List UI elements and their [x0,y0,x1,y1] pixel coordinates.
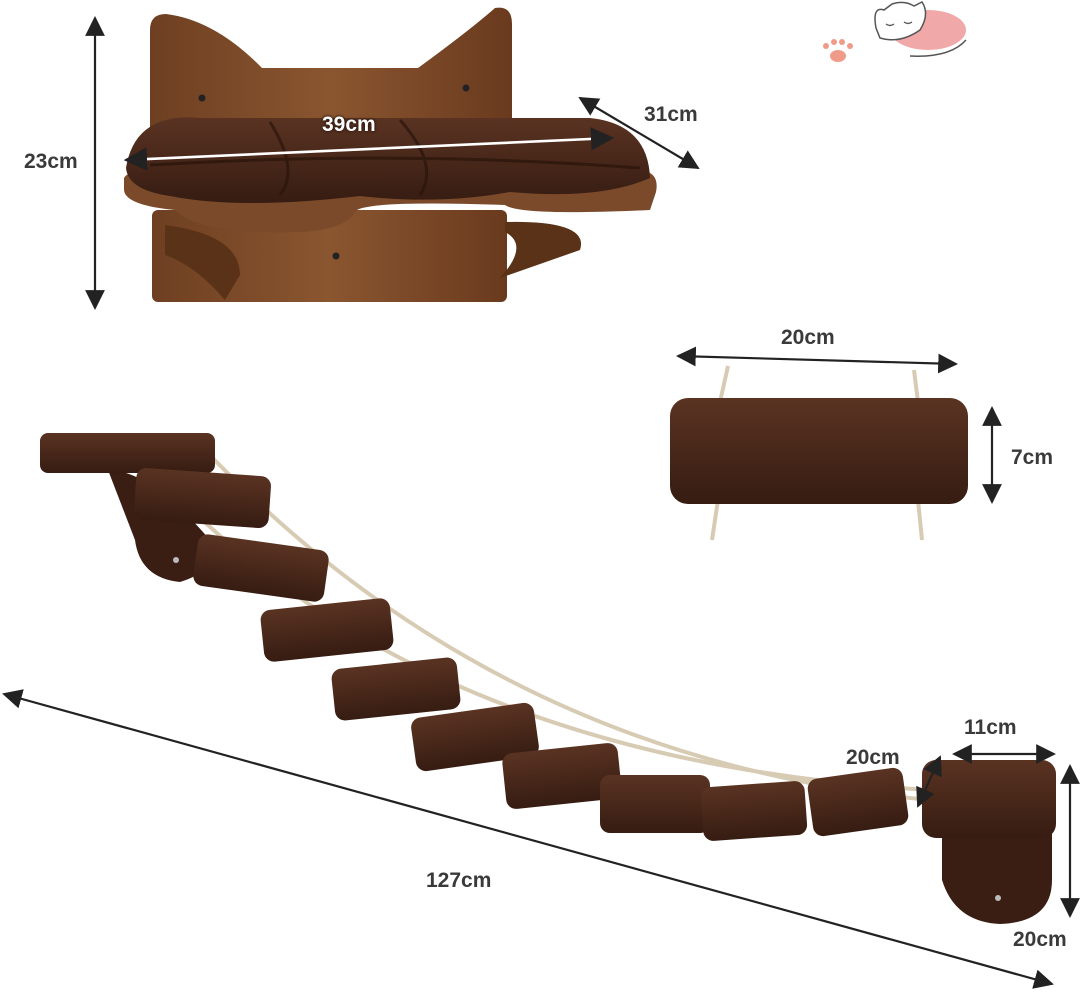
wall-shelf [124,7,657,302]
bridge-end-platform [922,760,1056,924]
shelf-width-label: 39cm [322,113,376,136]
shelf-cushion [126,117,650,203]
bridge-step [807,767,909,837]
shelf-depth-arrow [578,96,700,170]
shelf-height-label: 23cm [24,150,78,173]
screw-icon [332,252,340,260]
step-plush [670,398,968,504]
shelf-bracket-right [500,221,582,278]
bridge-step [260,598,394,662]
shelf-back-lower [152,210,507,302]
step-detail [670,365,968,541]
step-height-label: 7cm [1011,446,1054,469]
shelf-width-arrow [123,127,615,171]
end-step-width-label: 20cm [846,746,900,769]
paw-print-icon [823,39,853,62]
step-width-label: 20cm [781,326,835,349]
bridge-length-label: 127cm [426,869,492,892]
step-width-arrow [676,346,958,374]
platform-height-label: 20cm [1013,928,1067,951]
platform-width-label: 11cm [964,716,1017,739]
bridge-steps [134,468,909,841]
shelf-depth-label: 31cm [644,103,698,126]
screw-icon [198,94,206,102]
shelf-backboard [150,7,512,135]
sleeping-cat-logo-icon [874,1,967,57]
screw-icon [462,84,470,92]
shelf-bracket-left [165,225,240,300]
bridge-step [193,534,329,602]
bridge-step [134,468,271,529]
bridge-step [700,781,808,841]
end-step-width-arrow [916,755,942,808]
bridge-start-platform [40,433,215,582]
bridge-length-arrow [2,689,1054,989]
bridge-step [600,775,710,833]
bridge-step [331,657,461,721]
